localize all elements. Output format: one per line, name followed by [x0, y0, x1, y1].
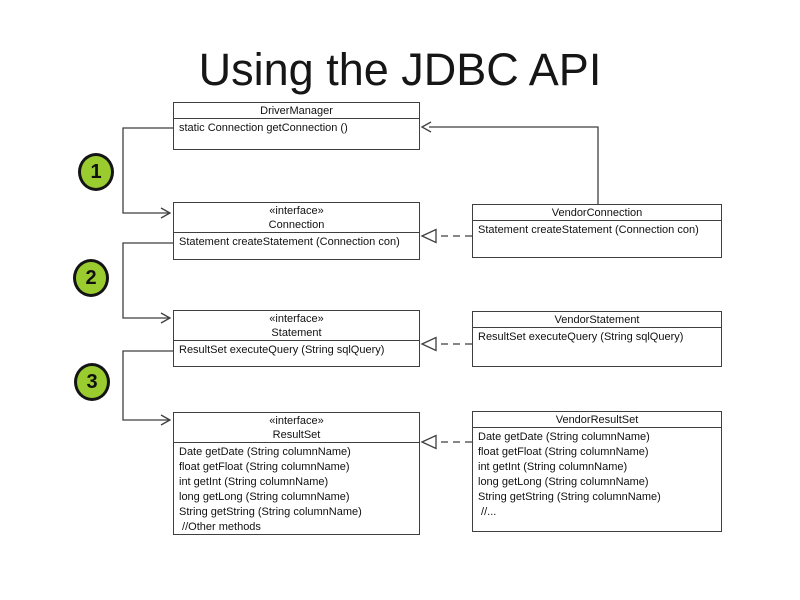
class-name: VendorResultSet: [555, 414, 639, 426]
open-arrow-icon: [160, 414, 172, 426]
class-methods: Statement createStatement (Connection co…: [174, 233, 419, 249]
method-label: long getLong (String columnName): [179, 491, 350, 503]
class-name: Statement: [271, 327, 322, 339]
stereotype-label: «interface»: [269, 415, 324, 427]
class-methods: Date getDate (String columnName) float g…: [174, 443, 419, 535]
method-label: //...: [478, 506, 497, 518]
association-line-2: [122, 242, 173, 319]
class-methods: ResultSet executeQuery (String sqlQuery): [174, 341, 419, 357]
method-label: Date getDate (String columnName): [478, 431, 650, 443]
hollow-triangle-icon: [420, 434, 437, 450]
association-line-vendor: [429, 126, 599, 204]
hollow-triangle-icon: [420, 336, 437, 352]
class-methods: Date getDate (String columnName) float g…: [473, 428, 721, 520]
class-header: VendorConnection: [473, 205, 721, 221]
method-label: ResultSet executeQuery (String sqlQuery): [478, 331, 684, 343]
method-label: float getFloat (String columnName): [179, 461, 350, 473]
class-name: DriverManager: [260, 105, 333, 117]
class-header: VendorStatement: [473, 312, 721, 328]
open-arrow-icon: [420, 121, 432, 133]
class-header: «interface» ResultSet: [174, 413, 419, 443]
method-label: int getInt (String columnName): [478, 461, 628, 473]
step-number: 3: [86, 370, 98, 393]
method-label: long getLong (String columnName): [478, 476, 649, 488]
method-label: String getString (String columnName): [478, 491, 661, 503]
step-badge-1: 1: [78, 153, 114, 191]
method-label: ResultSet executeQuery (String sqlQuery): [179, 344, 385, 356]
hollow-triangle-icon: [420, 228, 437, 244]
method-label: //Other methods: [179, 521, 261, 533]
stereotype-label: «interface»: [269, 313, 324, 325]
step-number: 2: [85, 266, 97, 289]
class-box-drivermanager: DriverManager static Connection getConne…: [173, 102, 420, 150]
class-name: Connection: [268, 219, 325, 231]
class-box-vendorconnection: VendorConnection Statement createStateme…: [472, 204, 722, 258]
association-line-3: [122, 350, 173, 421]
class-header: VendorResultSet: [473, 412, 721, 428]
method-label: static Connection getConnection (): [179, 122, 348, 134]
open-arrow-icon: [160, 312, 172, 324]
class-box-vendorresultset: VendorResultSet Date getDate (String col…: [472, 411, 722, 532]
method-label: String getString (String columnName): [179, 506, 362, 518]
class-box-vendorstatement: VendorStatement ResultSet executeQuery (…: [472, 311, 722, 367]
class-methods: ResultSet executeQuery (String sqlQuery): [473, 328, 721, 344]
method-label: Statement createStatement (Connection co…: [179, 236, 400, 248]
class-header: «interface» Connection: [174, 203, 419, 233]
class-name: ResultSet: [272, 429, 321, 441]
step-badge-3: 3: [74, 363, 110, 401]
class-box-connection: «interface» Connection Statement createS…: [173, 202, 420, 260]
method-label: float getFloat (String columnName): [478, 446, 649, 458]
class-methods: static Connection getConnection (): [174, 119, 419, 135]
open-arrow-icon: [160, 207, 172, 219]
connector-group: [122, 121, 599, 450]
class-header: DriverManager: [174, 103, 419, 119]
step-number: 1: [90, 160, 102, 183]
method-label: Statement createStatement (Connection co…: [478, 224, 699, 236]
class-name: VendorConnection: [551, 207, 643, 219]
method-label: int getInt (String columnName): [179, 476, 329, 488]
stereotype-label: «interface»: [269, 205, 324, 217]
class-name: VendorStatement: [554, 314, 640, 326]
class-header: «interface» Statement: [174, 311, 419, 341]
class-box-statement: «interface» Statement ResultSet executeQ…: [173, 310, 420, 367]
class-box-resultset: «interface» ResultSet Date getDate (Stri…: [173, 412, 420, 535]
slide-title: Using the JDBC API: [198, 44, 602, 95]
method-label: Date getDate (String columnName): [179, 446, 351, 458]
association-line-1: [122, 127, 173, 214]
step-badge-2: 2: [73, 259, 109, 297]
class-methods: Statement createStatement (Connection co…: [473, 221, 721, 237]
